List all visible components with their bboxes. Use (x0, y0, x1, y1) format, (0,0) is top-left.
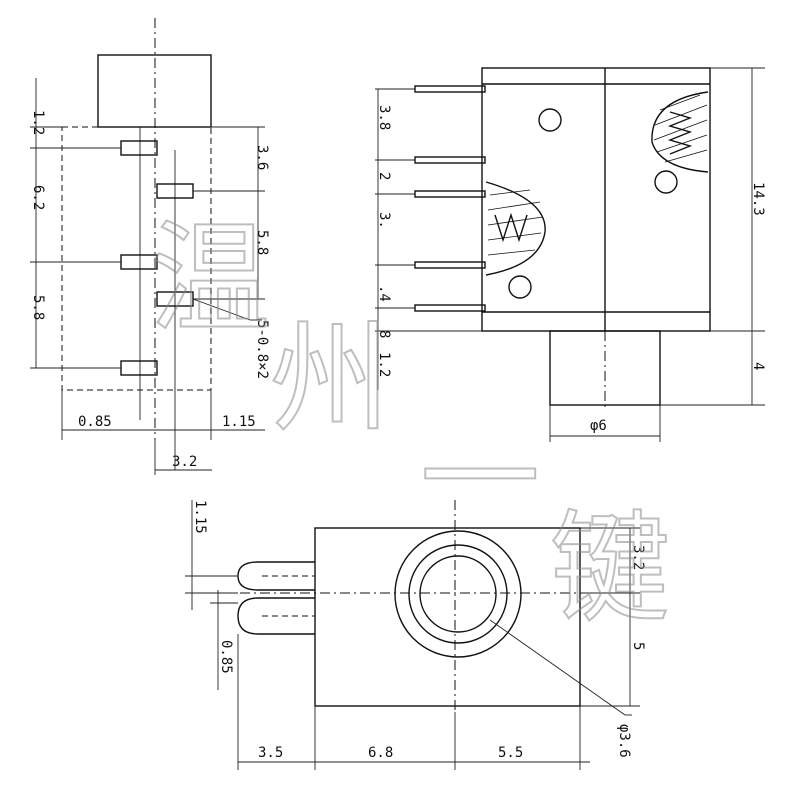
dim-side-top-offset: 1.2 (30, 110, 46, 135)
dim-top-hole: φ3.6 (616, 724, 632, 758)
dim-top-w3: 5.5 (498, 745, 523, 761)
side-pin-5 (120, 360, 158, 376)
dim-top-w1: 3.5 (258, 745, 283, 761)
dim-front-p4: .4 (376, 285, 392, 302)
front-view: 3.8 2 3. .4 8 1.2 14.3 4 φ6 (375, 67, 766, 442)
dim-top-right-a: 3.2 (630, 545, 646, 570)
dim-side-pin-note: 5-0.8×2 (254, 320, 270, 379)
dim-top-pin-bottom: 0.85 (218, 640, 234, 674)
dim-front-dia: φ6 (590, 418, 607, 434)
watermark-char-4: 键 (550, 500, 670, 639)
dim-side-left-gap: 0.85 (78, 414, 112, 430)
watermark-char-3: 一 (420, 410, 540, 549)
dim-side-right-gap: 1.15 (222, 414, 256, 430)
front-hole-2 (654, 170, 678, 194)
dim-top-right-b: 5 (630, 642, 646, 650)
top-view: 1.15 0.85 3.2 5 φ3.6 3.5 6.8 5.5 (185, 500, 646, 770)
dim-side-width: 3.2 (172, 454, 197, 470)
front-hole-3 (508, 275, 532, 299)
side-view: 1.2 6.2 5.8 3.6 5.8 5-0.8×2 0.85 1.15 3.… (30, 18, 270, 475)
dim-side-right-a: 3.6 (254, 145, 270, 170)
dim-side-right-b: 5.8 (254, 230, 270, 255)
front-body-outline (481, 67, 711, 332)
front-spring-upper (651, 91, 709, 173)
dim-front-p5: 8 (376, 330, 392, 338)
dim-front-p2: 2 (376, 172, 392, 180)
watermark-char-1: 温 (150, 210, 270, 349)
top-pin-lower (237, 597, 315, 635)
watermark-char-2: 州 (270, 310, 390, 449)
top-jack-hole (419, 555, 497, 633)
dim-top-w2: 6.8 (368, 745, 393, 761)
dim-front-p6: 1.2 (376, 352, 392, 377)
side-pin-1 (120, 140, 158, 156)
watermark: 温 州 一 键 (149, 209, 671, 640)
dim-front-p3: 3. (376, 212, 392, 229)
top-jack-outer-ring (394, 530, 522, 658)
top-body-outline (314, 527, 581, 707)
dim-front-height: 14.3 (750, 182, 766, 216)
side-body-outline (61, 126, 212, 391)
dim-side-pitch-a: 6.2 (30, 185, 46, 210)
dim-top-pin-top: 1.15 (192, 500, 208, 534)
front-hole-1 (538, 108, 562, 132)
front-pins (414, 85, 486, 312)
dim-side-pitch-b: 5.8 (30, 295, 46, 320)
dim-front-p1: 3.8 (376, 105, 392, 130)
dim-front-nose: 4 (750, 362, 766, 370)
front-spring-lower (485, 181, 546, 276)
top-jack-middle-ring (408, 544, 508, 644)
